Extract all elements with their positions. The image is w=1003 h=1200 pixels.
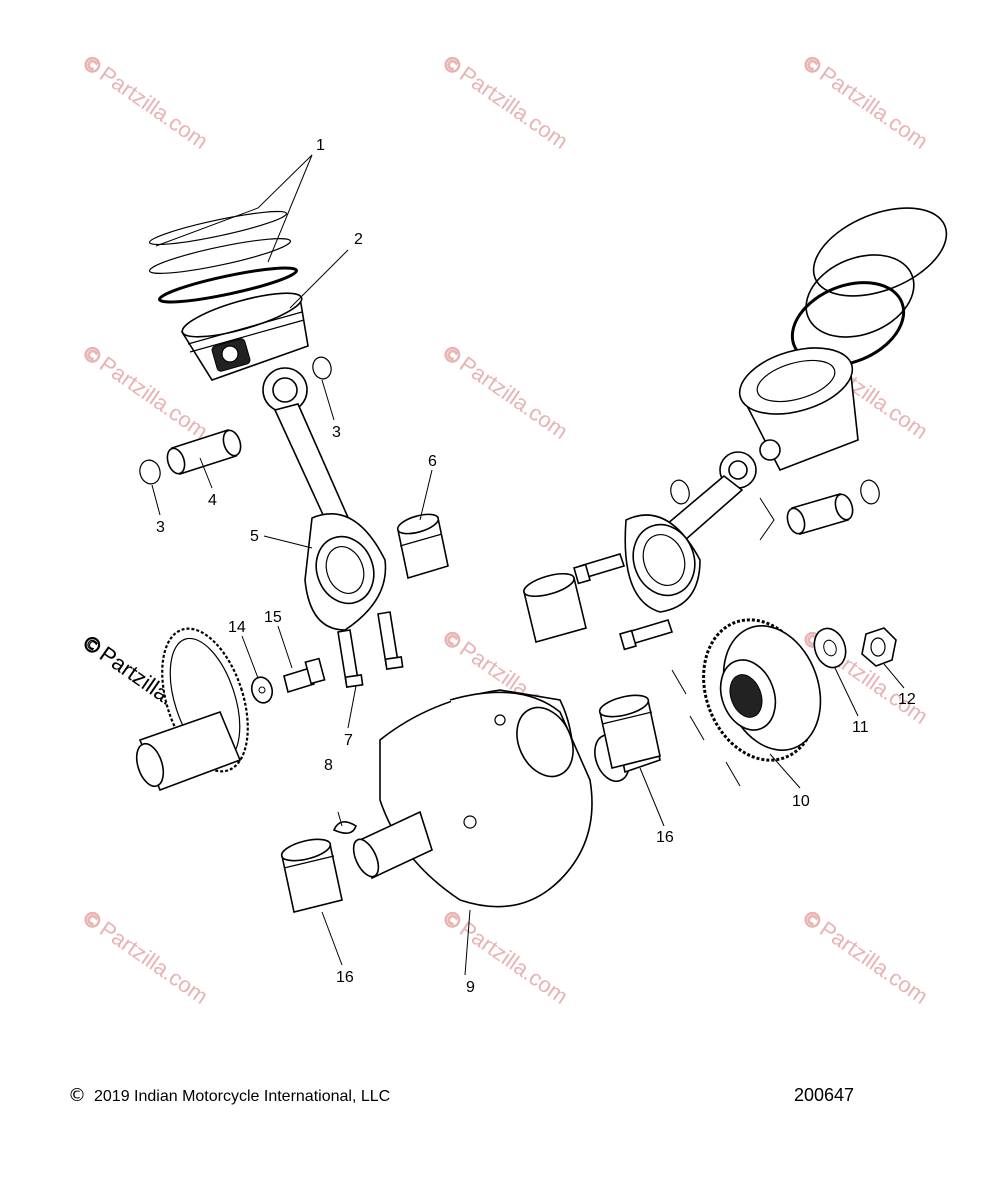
rod-bolt-left-2 xyxy=(377,611,404,670)
footer: © 2019 Indian Motorcycle International, … xyxy=(68,1085,854,1106)
piston-pin-left xyxy=(166,428,242,476)
rod-bearing-right xyxy=(523,572,587,643)
balance-shaft-gear xyxy=(135,627,249,792)
crankshaft xyxy=(352,689,661,908)
rod-bolt-right-1 xyxy=(573,553,626,585)
piston-rings-right xyxy=(790,207,948,367)
callout-5: 5 xyxy=(250,528,259,545)
svg-text:Partzilla.com: Partzilla.com xyxy=(455,351,572,444)
copyright-text: 2019 Indian Motorcycle International, LL… xyxy=(94,1088,390,1105)
callout-2: 2 xyxy=(354,231,363,248)
main-bearing-right xyxy=(598,694,661,769)
rod-bolt-left-1 xyxy=(337,629,364,688)
diagram-number: 200647 xyxy=(794,1085,854,1105)
callout-12: 12 xyxy=(898,691,916,708)
copyright-symbol: © xyxy=(68,1085,86,1106)
svg-text:Partzilla.com: Partzilla.com xyxy=(815,916,932,1009)
circlip-left xyxy=(139,459,161,485)
callout-3-upper: 3 xyxy=(332,424,341,441)
watermark: © Partzilla.com xyxy=(436,49,572,154)
callout-15: 15 xyxy=(264,609,282,626)
watermark: © Partzilla.com xyxy=(76,49,212,154)
svg-text:Partzilla.com: Partzilla.com xyxy=(95,916,212,1009)
circlip-right-2 xyxy=(860,479,880,505)
piston-pin-right xyxy=(786,493,854,535)
callout-10: 10 xyxy=(792,793,810,810)
callout-7: 7 xyxy=(344,732,353,749)
callout-11: 11 xyxy=(852,719,869,736)
piston-left xyxy=(180,292,309,381)
callout-1: 1 xyxy=(316,137,325,154)
nut-12 xyxy=(861,627,897,667)
piston-right xyxy=(738,347,859,472)
piston-rings-left xyxy=(148,210,298,304)
circlip-right-1 xyxy=(670,479,690,505)
callout-numbers: 1 2 3 3 4 5 6 7 8 9 10 11 12 14 15 16 16 xyxy=(156,137,916,996)
callout-14: 14 xyxy=(228,619,246,636)
callout-6: 6 xyxy=(428,453,437,470)
bolt-15 xyxy=(283,657,326,694)
watermark: © Partzilla.com xyxy=(436,904,572,1009)
svg-text:Partzilla.com: Partzilla.com xyxy=(95,351,212,444)
rod-bolt-right-2 xyxy=(619,619,674,651)
watermark: © Partzilla.com xyxy=(76,339,212,444)
woodruff-key xyxy=(332,821,357,834)
connecting-rod-left xyxy=(262,367,387,631)
watermark: © Partzilla.com xyxy=(796,904,932,1009)
svg-text:Partzilla.com: Partzilla.com xyxy=(455,61,572,154)
leader-lines xyxy=(151,154,905,976)
callout-16-lower: 16 xyxy=(336,969,354,986)
circlip-left-upper xyxy=(312,356,332,380)
drive-gear-10 xyxy=(702,618,822,762)
callout-3-lower: 3 xyxy=(156,519,165,536)
pin-guide-line xyxy=(759,497,775,541)
connecting-rod-right xyxy=(624,451,757,613)
gear-alignment-dashes xyxy=(671,669,741,787)
main-bearing-lower xyxy=(280,838,343,913)
svg-text:Partzilla.com: Partzilla.com xyxy=(815,61,932,154)
watermark: © Partzilla.com xyxy=(76,904,212,1009)
washer-11 xyxy=(813,627,847,669)
watermark: © Partzilla.com xyxy=(796,49,932,154)
callout-16-right: 16 xyxy=(656,829,674,846)
washer-14 xyxy=(250,676,274,704)
watermark: © Partzilla.com xyxy=(436,339,572,444)
callout-4: 4 xyxy=(208,492,217,509)
callout-9: 9 xyxy=(466,979,475,996)
callout-8: 8 xyxy=(324,757,333,774)
rod-bearing-left xyxy=(396,513,449,580)
svg-text:Partzilla.com: Partzilla.com xyxy=(95,61,212,154)
